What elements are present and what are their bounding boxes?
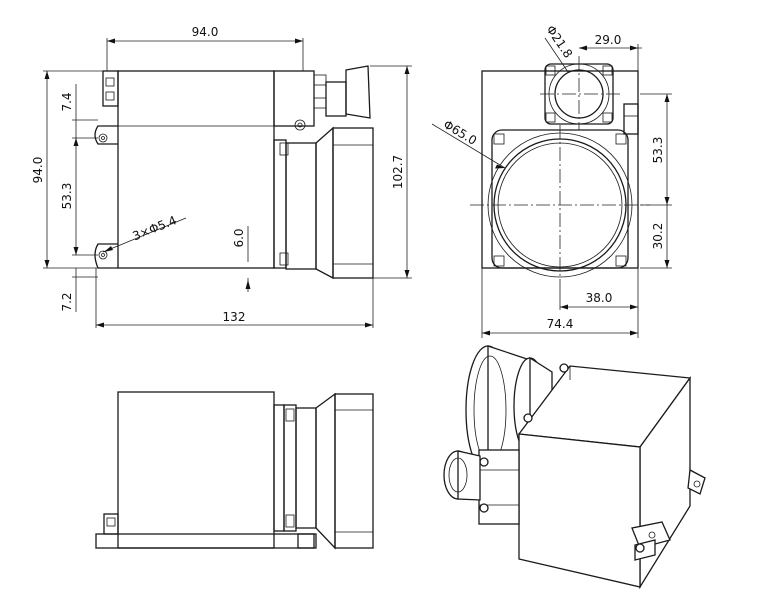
dim-hole-spacing: 53.3	[60, 183, 74, 210]
dim-flange-gap: 6.0	[232, 228, 246, 247]
dim-small-lens-offset: 29.0	[595, 33, 622, 47]
side-view-dimensions	[431, 37, 672, 338]
front-view-dimensions	[43, 38, 412, 328]
isometric-view	[443, 345, 706, 590]
dim-offset-top: 7.4	[60, 92, 74, 111]
dim-upper-height: 53.3	[651, 137, 665, 164]
dim-small-lens-dia: Φ21.8	[543, 23, 575, 61]
side-view-centerlines	[470, 56, 650, 285]
dim-holes: 3×Φ5.4	[130, 213, 178, 243]
dim-bottom-offset: 7.2	[60, 292, 74, 311]
side-view-labels: 29.0 Φ21.8 Φ65.0 53.3 30.2 38.0 74.4	[441, 23, 665, 331]
dim-width-top: 94.0	[192, 25, 219, 39]
dim-large-lens-dia: Φ65.0	[441, 117, 479, 148]
dim-lower-height: 30.2	[651, 223, 665, 250]
dim-overall-width: 74.4	[547, 317, 574, 331]
dim-center-offset: 38.0	[586, 291, 613, 305]
dim-overall-height: 102.7	[391, 155, 405, 189]
dim-overall-length: 132	[223, 310, 246, 324]
front-view	[94, 65, 374, 280]
bottom-view	[95, 391, 374, 550]
dim-height-left: 94.0	[31, 157, 45, 184]
